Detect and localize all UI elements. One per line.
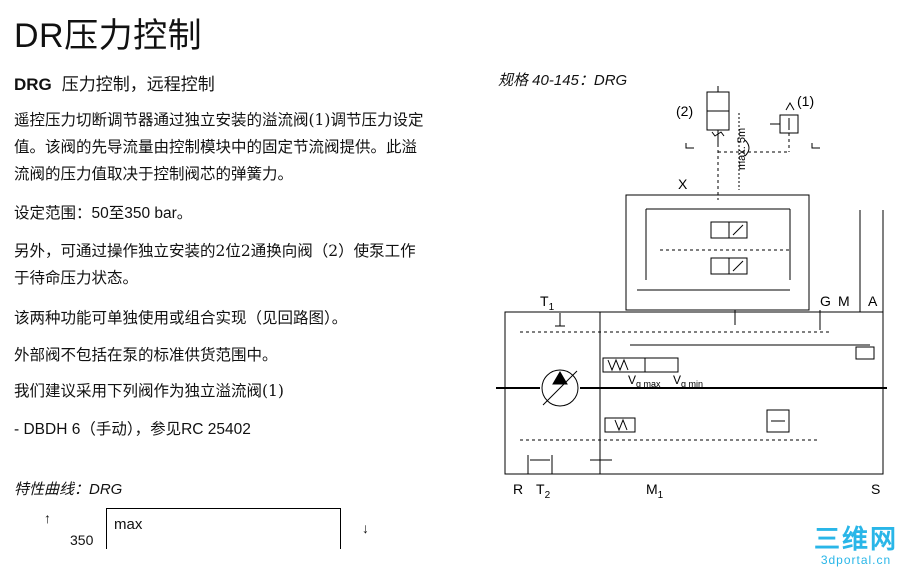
valve-1-symbol — [770, 101, 799, 134]
valve-2-symbol — [706, 86, 730, 144]
section-subtitle: DRG 压力控制，远程控制 — [14, 70, 215, 95]
max-5m-label: max. 5m — [736, 128, 748, 170]
control-valve-upper — [710, 221, 748, 239]
port-m1: M1 — [646, 481, 664, 501]
paragraph-6: 我们建议采用下列阀作为独立溢流阀(1) — [14, 382, 284, 400]
paragraph-5: 外部阀不包括在泵的标准供货范围中。 — [14, 346, 278, 364]
graph-max-label: max — [114, 516, 143, 533]
paragraph-3: 另外，可通过操作独立安装的2位2通换向阀（2）使泵工作于待命压力状态。 — [14, 242, 416, 287]
throttle-valve — [766, 409, 790, 433]
port-m: M — [838, 293, 850, 309]
hydraulic-schematic: (2) (1) max. 5m X T1 G M A Vg max Vg min… — [496, 86, 887, 501]
subtitle-text: 压力控制，远程控制 — [61, 75, 215, 94]
arrow-down-icon: ↓ — [362, 520, 369, 536]
cylinder-lower — [604, 417, 636, 433]
page-title: DR压力控制 — [14, 17, 203, 55]
port-r: R — [513, 481, 523, 497]
label-valve-1: (1) — [797, 93, 814, 109]
characteristic-label: 特性曲线：DRG — [14, 481, 123, 498]
check-valve — [855, 346, 875, 360]
port-s: S — [871, 481, 880, 497]
port-g: G — [820, 293, 831, 309]
watermark-logo: 三维网 — [814, 524, 899, 554]
watermark: 三维网 3dportal.cn — [814, 525, 898, 567]
pump-symbol — [541, 369, 579, 407]
graph-y-value: 350 — [70, 532, 94, 548]
vg-max-label: Vg max — [628, 373, 661, 389]
label-valve-2: (2) — [676, 103, 693, 119]
cylinder-upper — [602, 357, 679, 373]
paragraph-2: 设定范围：50至350 bar。 — [14, 205, 193, 222]
schematic-caption: 规格 40-145：DRG — [498, 72, 628, 89]
arrow-up-icon: ↑ — [44, 510, 51, 526]
paragraph-4: 该两种功能可单独使用或组合实现（见回路图）。 — [14, 309, 348, 327]
control-valve-lower — [710, 257, 748, 275]
port-a: A — [868, 293, 878, 309]
graph-frame — [106, 508, 341, 549]
port-x: X — [678, 176, 688, 192]
vg-min-label: Vg min — [673, 373, 703, 389]
watermark-url: 3dportal.cn — [820, 553, 892, 567]
port-t2: T2 — [536, 481, 551, 501]
subtitle-code: DRG — [14, 75, 52, 94]
paragraph-1: 遥控压力切断调节器通过独立安装的溢流阀(1)调节压力设定值。该阀的先导流量由控制… — [14, 111, 424, 183]
paragraph-7: - DBDH 6（手动），参见RC 25402 — [14, 421, 251, 438]
port-t1: T1 — [540, 293, 555, 313]
